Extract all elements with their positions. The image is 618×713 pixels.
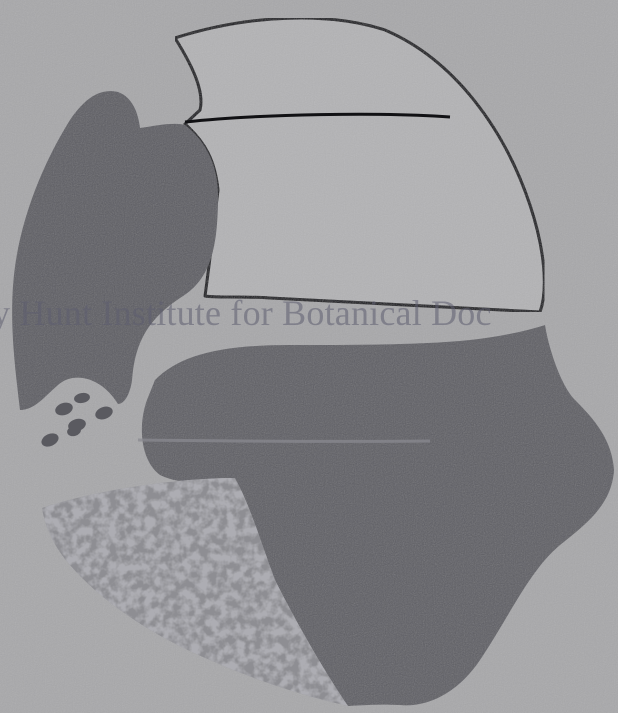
faint-horizontal-line (138, 440, 430, 441)
